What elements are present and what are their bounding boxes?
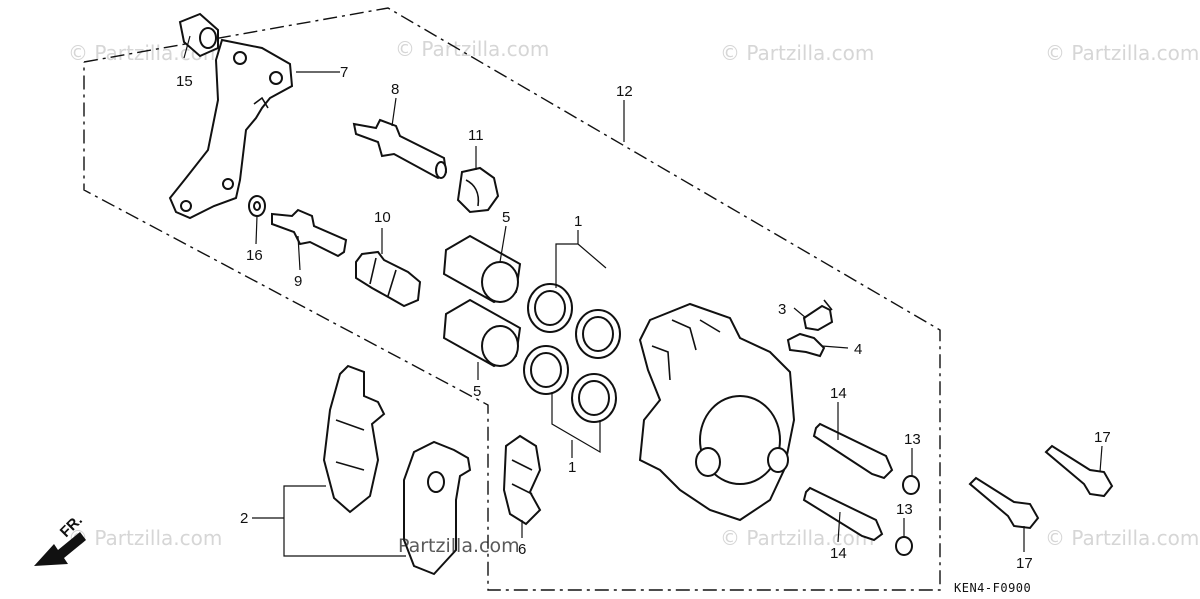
spring-part-6 [502, 434, 542, 526]
pin-part-14-lower [802, 486, 884, 542]
watermark-center: Partzilla.com [398, 535, 520, 557]
callout-3: 3 [778, 301, 786, 318]
cap-part-4 [786, 332, 826, 358]
callout-14-upper: 14 [830, 385, 847, 402]
callout-14-lower: 14 [830, 545, 847, 562]
callout-9: 9 [294, 273, 302, 290]
callout-7: 7 [340, 64, 348, 81]
boot-part-11 [456, 166, 500, 214]
bolt-part-17-left [968, 476, 1040, 530]
callout-1-upper: 1 [574, 213, 582, 230]
piston-part-5-upper [442, 234, 522, 304]
plug-part-13-lower [895, 536, 913, 556]
pin-part-9 [271, 208, 348, 258]
callout-5-upper: 5 [502, 209, 510, 226]
callout-2: 2 [240, 510, 248, 527]
bleeder-part-3 [802, 299, 834, 332]
callout-1-lower: 1 [568, 459, 576, 476]
front-direction-arrow: FR. [34, 512, 86, 566]
callout-8: 8 [391, 81, 399, 98]
pad-part-2-front [403, 440, 472, 576]
callout-labels: 7 15 16 8 9 11 10 12 5 5 1 1 3 4 14 14 1… [176, 64, 1111, 572]
drawing-code: KEN4-F0900 [954, 581, 1031, 595]
callout-13-lower: 13 [896, 501, 913, 518]
watermark: © Partzilla.com [68, 526, 222, 550]
watermark: © Partzilla.com [1045, 526, 1199, 550]
bolt-part-17-right [1044, 444, 1114, 498]
callout-15: 15 [176, 73, 193, 90]
pad-part-2-rear [322, 364, 386, 514]
callout-17-upper: 17 [1094, 429, 1111, 446]
assembly-boundary [83, 7, 941, 591]
watermark: © Partzilla.com [720, 41, 874, 65]
callout-11: 11 [468, 127, 484, 144]
watermark: © Partzilla.com [720, 526, 874, 550]
callout-10: 10 [374, 209, 391, 226]
watermarks: © Partzilla.com © Partzilla.com © Partzi… [68, 37, 1199, 550]
boot-part-10 [355, 250, 422, 308]
sleeve-part-15 [178, 12, 219, 58]
pin-part-8 [352, 118, 448, 180]
callout-6: 6 [518, 541, 526, 558]
caliper-body [638, 302, 796, 522]
callout-13-upper: 13 [904, 431, 921, 448]
callout-12: 12 [616, 83, 633, 100]
watermark: © Partzilla.com [1045, 41, 1199, 65]
plug-part-13-upper [902, 475, 920, 495]
callout-5-lower: 5 [473, 383, 481, 400]
callout-17-lower: 17 [1016, 555, 1033, 572]
callout-4: 4 [854, 341, 862, 358]
leader-lines [183, 35, 1103, 557]
callout-16: 16 [246, 247, 263, 264]
pin-part-14-upper [812, 422, 894, 480]
bracket-part-7 [168, 38, 294, 220]
piston-part-5-lower [442, 298, 522, 368]
seals-part-1 [523, 283, 621, 423]
